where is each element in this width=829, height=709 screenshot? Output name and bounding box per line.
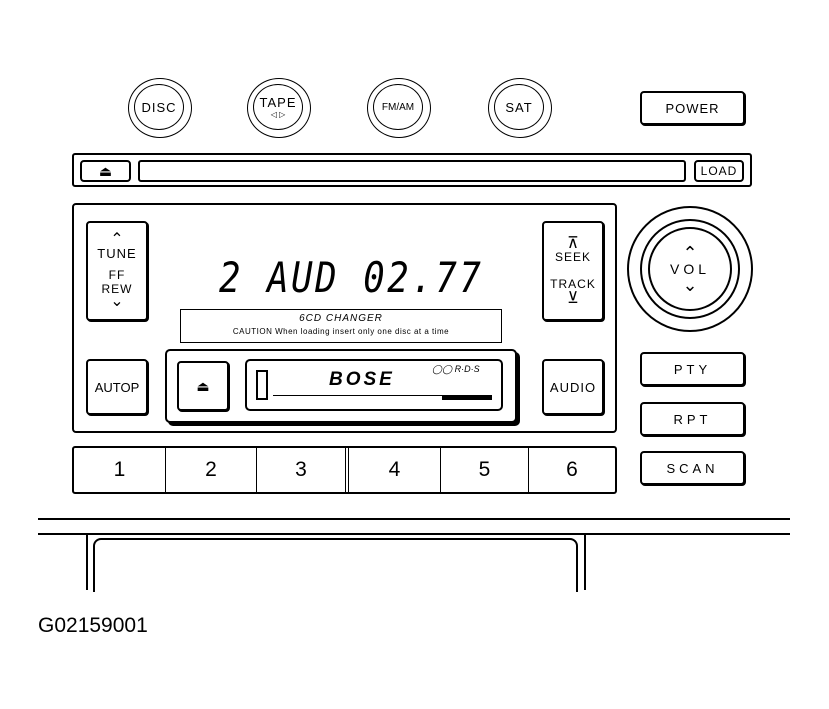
display-readout: 2 AUD 02.77 xyxy=(219,253,484,302)
tune-button[interactable]: ⌃ TUNE FF REW ⌄ xyxy=(86,221,148,321)
cd-eject-button[interactable]: ⏏ xyxy=(80,160,131,182)
tape-door-bar xyxy=(442,395,492,400)
volume-knob[interactable]: ⌃ VOL ⌄ xyxy=(627,206,753,332)
tune-up-icon: ⌃ xyxy=(110,231,124,248)
scan-button[interactable]: SCAN xyxy=(640,451,745,485)
fm-am-button[interactable]: FM/AM xyxy=(367,78,431,138)
bezel-line-bottom xyxy=(38,533,790,535)
sat-button-face: SAT xyxy=(494,84,544,130)
seek-up-icon: ⊼ xyxy=(567,235,579,252)
bezel-line-top xyxy=(38,518,790,520)
tape-window xyxy=(256,370,268,400)
scan-label: SCAN xyxy=(666,460,719,476)
power-label: POWER xyxy=(665,100,720,116)
tape-door-line xyxy=(273,395,443,396)
audio-button[interactable]: AUDIO xyxy=(542,359,604,415)
eject-icon: ⏏ xyxy=(98,162,113,179)
volume-knob-ring: ⌃ VOL ⌄ xyxy=(640,219,740,319)
disc-button[interactable]: DISC xyxy=(128,78,192,138)
preset-button-5[interactable]: 5 xyxy=(441,448,529,492)
preset-row: 1 2 3 4 5 6 xyxy=(72,446,617,494)
cd-slot xyxy=(138,160,686,182)
audio-label: AUDIO xyxy=(549,379,597,395)
changer-label-box: 6CD CHANGER CAUTION When loading insert … xyxy=(180,309,502,343)
power-button[interactable]: POWER xyxy=(640,91,745,125)
pty-button[interactable]: PTY xyxy=(640,352,745,386)
disc-button-face: DISC xyxy=(134,84,184,130)
autop-button[interactable]: AUTOP xyxy=(86,359,148,415)
load-label: LOAD xyxy=(700,164,738,178)
track-down-icon: ⊻ xyxy=(567,290,579,307)
changer-caution: CAUTION When loading insert only one dis… xyxy=(232,327,450,336)
tape-door[interactable]: BOSE ◯◯ R·D·S xyxy=(245,359,503,411)
autop-label: AUTOP xyxy=(94,379,140,395)
main-panel: ⌃ TUNE FF REW ⌄ 2 AUD 02.77 6CD CHANGER … xyxy=(72,203,617,433)
seek-track-button[interactable]: ⊼ SEEK TRACK ⊻ xyxy=(542,221,604,321)
pty-label: PTY xyxy=(673,361,712,377)
cd-slot-panel: ⏏ LOAD xyxy=(72,153,752,187)
bose-logo: BOSE xyxy=(329,369,395,390)
sat-label: SAT xyxy=(505,99,533,115)
rew-label: REW xyxy=(101,282,133,296)
tape-button[interactable]: TAPE ◁ ▷ xyxy=(247,78,311,138)
preset-button-1[interactable]: 1 xyxy=(74,448,166,492)
preset-button-3[interactable]: 3 xyxy=(257,448,349,492)
tune-label: TUNE xyxy=(97,246,137,261)
figure-id: G02159001 xyxy=(38,614,148,637)
vol-up-icon: ⌃ xyxy=(682,243,698,263)
rew-down-icon: ⌄ xyxy=(110,293,124,310)
sat-button[interactable]: SAT xyxy=(488,78,552,138)
tape-eject-icon: ⏏ xyxy=(196,377,210,394)
rpt-button[interactable]: RPT xyxy=(640,402,745,436)
ff-label: FF xyxy=(108,268,126,282)
disc-label: DISC xyxy=(141,99,177,115)
vol-down-icon: ⌄ xyxy=(682,275,698,295)
rpt-label: RPT xyxy=(673,411,712,427)
lower-opening xyxy=(86,535,586,590)
track-label: TRACK xyxy=(550,277,596,291)
preset-button-2[interactable]: 2 xyxy=(166,448,257,492)
rds-logo: ◯◯ R·D·S xyxy=(432,364,480,374)
seek-label: SEEK xyxy=(554,250,591,264)
preset-button-6[interactable]: 6 xyxy=(566,458,578,481)
tape-direction-icon: ◁ ▷ xyxy=(270,109,286,119)
tape-deck: ⏏ BOSE ◯◯ R·D·S xyxy=(165,349,517,423)
fm-am-button-face: FM/AM xyxy=(373,84,423,130)
preset-button-4[interactable]: 4 xyxy=(349,448,441,492)
tape-label: TAPE xyxy=(259,94,297,110)
tape-button-face: TAPE ◁ ▷ xyxy=(253,84,303,130)
lower-opening-inner xyxy=(93,538,578,592)
fm-am-label: FM/AM xyxy=(381,101,415,113)
volume-knob-face: ⌃ VOL ⌄ xyxy=(648,227,732,311)
changer-title: 6CD CHANGER xyxy=(299,313,383,324)
load-button[interactable]: LOAD xyxy=(694,160,744,182)
tape-eject-button[interactable]: ⏏ xyxy=(177,361,229,411)
vol-label: VOL xyxy=(669,261,710,277)
